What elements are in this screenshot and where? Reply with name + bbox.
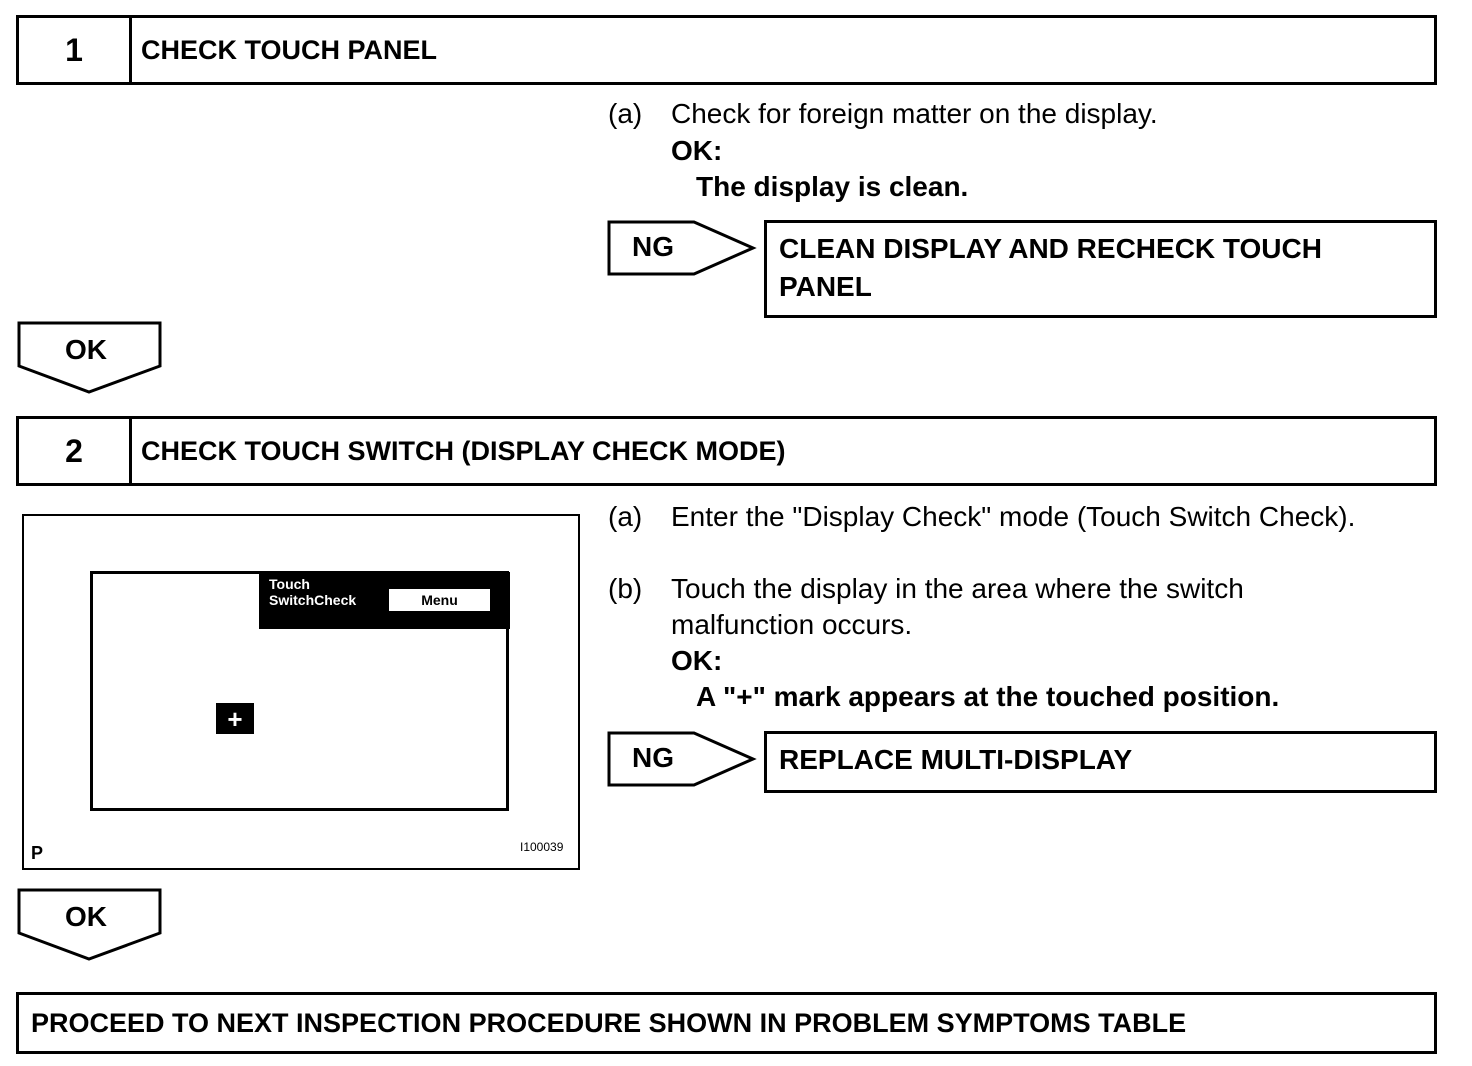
step2-instr-a-text: Enter the "Display Check" mode (Touch Sw… — [671, 501, 1356, 532]
menu-button[interactable]: Menu — [389, 589, 490, 611]
step2-title: CHECK TOUCH SWITCH (DISPLAY CHECK MODE) — [141, 435, 786, 466]
step1-instr-a-text: Check for foreign matter on the display. — [671, 98, 1158, 129]
step2-instr-b-line1: Touch the display in the area where the … — [671, 573, 1244, 604]
figure-corner-letter: P — [31, 843, 44, 863]
final-procedure-text: PROCEED TO NEXT INSPECTION PROCEDURE SHO… — [31, 1007, 1187, 1038]
step2-ng-arrow-icon — [607, 731, 757, 787]
step1-header: 1 CHECK TOUCH PANEL — [16, 15, 1437, 85]
step1-ok-arrow-icon — [17, 321, 162, 394]
step2-instr-b-label: (b) — [608, 573, 643, 604]
step2-instr-a-label: (a) — [608, 501, 643, 532]
step2-ok-text: A "+" mark appears at the touched positi… — [696, 681, 1280, 712]
step1-ng-action-box: CLEAN DISPLAY AND RECHECK TOUCH PANEL — [764, 220, 1437, 318]
step2-ng-action-box: REPLACE MULTI-DISPLAY — [764, 731, 1437, 793]
step1-ng-arrow-icon — [607, 220, 757, 276]
figure-id: I100039 — [520, 840, 564, 854]
step1-title: CHECK TOUCH PANEL — [141, 34, 438, 65]
screen-header-bar: Touch SwitchCheck Menu — [259, 572, 510, 629]
step2-instr-b-line2: malfunction occurs. — [671, 609, 913, 640]
step1-ok-text: The display is clean. — [696, 171, 969, 202]
step1-ng-action-line1: CLEAN DISPLAY AND RECHECK TOUCH — [779, 233, 1322, 264]
final-procedure-box: PROCEED TO NEXT INSPECTION PROCEDURE SHO… — [16, 992, 1437, 1054]
screen-header-line1: Touch — [269, 576, 310, 592]
step1-ok-arrow-label: OK — [65, 334, 107, 365]
step2-header: 2 CHECK TOUCH SWITCH (DISPLAY CHECK MODE… — [16, 416, 1437, 486]
plus-mark-icon: + — [216, 703, 254, 734]
step2-number: 2 — [19, 419, 132, 483]
step1-ng-action-line2: PANEL — [779, 271, 872, 302]
step2-ng-label: NG — [632, 742, 674, 773]
step2-ok-arrow-label: OK — [65, 901, 107, 932]
screen-header-line2: SwitchCheck — [269, 592, 357, 608]
screen-display: Touch SwitchCheck Menu + — [90, 571, 510, 811]
step1-number: 1 — [19, 18, 132, 82]
step1-ok-label: OK: — [671, 135, 723, 166]
figure-frame: Touch SwitchCheck Menu + P I100039 — [22, 514, 580, 870]
step1-ng-label: NG — [632, 231, 674, 262]
step2-ok-arrow-icon — [17, 888, 162, 961]
step2-ok-label: OK: — [671, 645, 723, 676]
step1-instr-a-label: (a) — [608, 98, 643, 129]
step2-ng-action: REPLACE MULTI-DISPLAY — [779, 744, 1133, 775]
